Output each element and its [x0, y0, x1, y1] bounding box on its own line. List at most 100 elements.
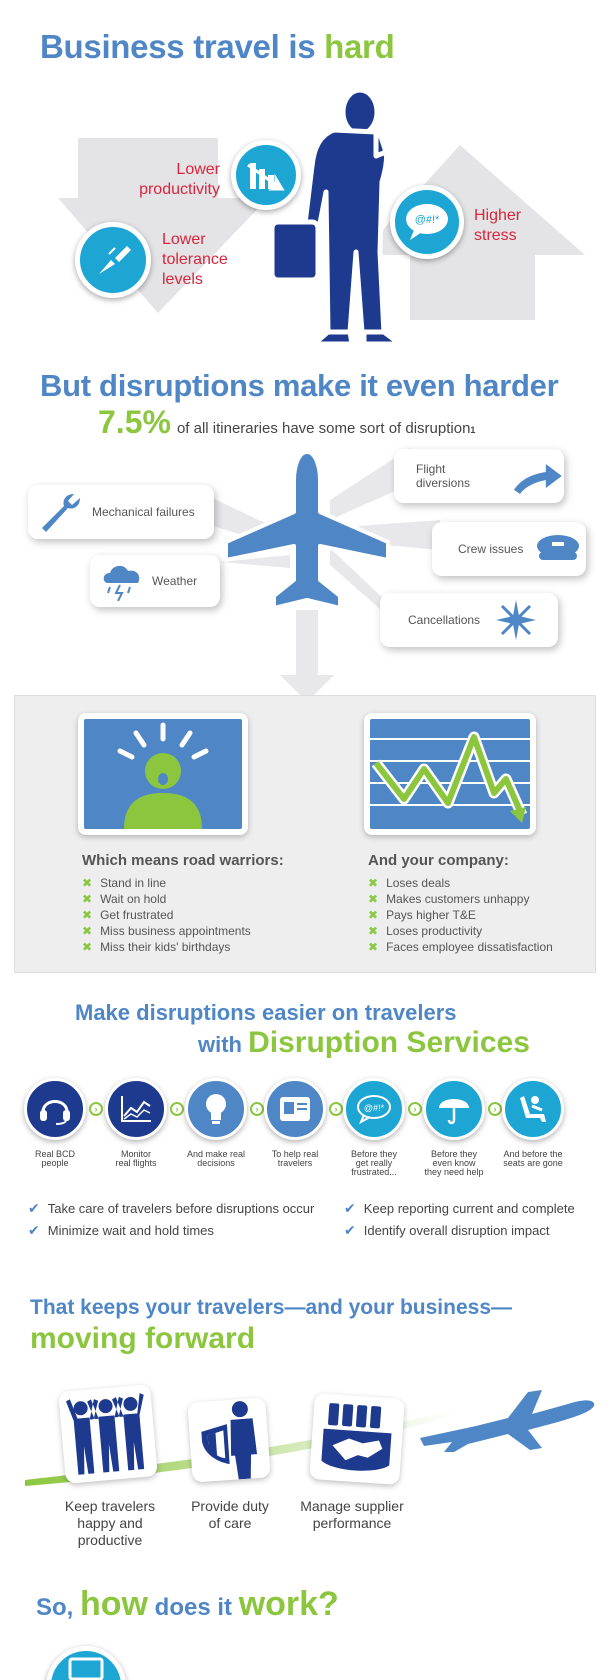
- title-emphasis: hard: [324, 28, 395, 65]
- title-work: work?: [238, 1585, 339, 1623]
- lower-productivity-label: Lower productivity: [139, 161, 220, 198]
- section5-title-line1: That keeps your travelers—and your busin…: [30, 1296, 512, 1319]
- supplier-icon-card: [309, 1392, 405, 1486]
- benefit-item: ✔Identify overall disruption impact: [344, 1222, 550, 1238]
- weather-label: Weather: [152, 574, 198, 588]
- road-warriors-title: Which means road warriors:: [82, 852, 284, 869]
- title-with: with: [198, 1032, 249, 1057]
- check-icon: ✔: [28, 1222, 40, 1238]
- benefit-item: ✔Keep reporting current and complete: [344, 1200, 575, 1216]
- stat-value: 7.5%: [98, 404, 171, 440]
- higher-stress-label: Higher stress: [474, 207, 522, 244]
- people-icon: [66, 1393, 145, 1475]
- x-icon: ✖: [368, 908, 379, 922]
- list-item: ✖Makes customers unhappy: [368, 892, 530, 906]
- pilot-cap-icon: [537, 535, 580, 560]
- stress-speech-bubble-icon: @#!*: [390, 185, 464, 259]
- mechanical-failures-callout: Mechanical failures: [28, 485, 214, 539]
- departing-airplane-icon: [420, 1390, 595, 1452]
- step-label: And make real decisions: [186, 1149, 246, 1168]
- wrench-icon: [42, 494, 80, 532]
- list-item: ✖Faces employee dissatisfaction: [368, 940, 553, 954]
- list-item: ✖Stand in line: [82, 876, 167, 890]
- speech-bubble-icon: @#!*: [343, 1078, 405, 1140]
- storm-cloud-icon: [103, 565, 140, 601]
- frustrated-traveler-illustration: [78, 713, 248, 835]
- chevron-right-icon: ›: [488, 1102, 502, 1116]
- check-icon: ✔: [344, 1222, 356, 1238]
- list-item: ✖Loses deals: [368, 876, 451, 890]
- x-icon: ✖: [82, 892, 93, 906]
- title-does: does it: [148, 1594, 239, 1621]
- step-label: Real BCD people: [34, 1149, 75, 1168]
- x-icon: ✖: [82, 924, 93, 938]
- x-icon: ✖: [82, 908, 93, 922]
- section4-title-line1: Make disruptions easier on travelers: [75, 1000, 457, 1025]
- id-card-icon: [264, 1078, 326, 1140]
- step-label: Monitor real flights: [115, 1149, 157, 1168]
- chevron-right-icon: ›: [329, 1102, 343, 1116]
- productivity-chart-icon: [231, 140, 301, 210]
- step-label: Before they even know they need help: [424, 1149, 484, 1177]
- monitor-icon: [46, 1646, 126, 1680]
- stat-text: of all itineraries have some sort of dis…: [176, 420, 471, 437]
- section1-title: Business travel is hard: [40, 28, 395, 66]
- section4-title-line2: with Disruption Services: [198, 1026, 530, 1060]
- umbrella-icon: [423, 1078, 485, 1140]
- up-arrow-shape: [360, 145, 585, 320]
- step-label: And before the seats are gone: [503, 1149, 563, 1168]
- manage-supplier-label: Manage supplier performance: [300, 1498, 404, 1531]
- list-item: ✖Miss their kids' birthdays: [82, 940, 231, 954]
- title-how: how: [80, 1585, 148, 1623]
- x-icon: ✖: [82, 876, 93, 890]
- cancellations-label: Cancellations: [408, 613, 481, 627]
- headset-icon: [24, 1078, 86, 1140]
- flight-diversions-label: Flight diversions: [416, 462, 471, 490]
- chart-icon: [105, 1078, 167, 1140]
- svg-text:@#!*: @#!*: [364, 1103, 385, 1113]
- declining-stock-chart-illustration: [364, 713, 536, 835]
- section2-title: But disruptions make it even harder: [40, 368, 559, 403]
- title-prefix: Business travel is: [40, 28, 325, 65]
- check-icon: ✔: [344, 1200, 356, 1216]
- diversion-arrow-icon: [514, 464, 563, 494]
- travelers-icon-card: [58, 1384, 158, 1484]
- seat-icon: [502, 1078, 564, 1140]
- x-icon: ✖: [368, 892, 379, 906]
- flight-diversions-callout: Flight diversions: [394, 449, 564, 503]
- keep-travelers-label: Keep travelers happy and productive: [64, 1498, 156, 1548]
- shield-person-icon: [201, 1401, 258, 1480]
- x-icon: ✖: [368, 940, 379, 954]
- x-icon: ✖: [368, 924, 379, 938]
- step-label: To help real travelers: [271, 1149, 319, 1168]
- businessman-on-phone-icon: [269, 87, 403, 347]
- crew-issues-callout: Crew issues: [432, 522, 586, 576]
- list-item: ✖Wait on hold: [82, 892, 167, 906]
- list-item: ✖Miss business appointments: [82, 924, 251, 938]
- company-title: And your company:: [368, 852, 509, 869]
- weather-callout: Weather: [90, 555, 220, 607]
- title-so: So,: [36, 1594, 81, 1621]
- chevron-right-icon: ›: [250, 1102, 264, 1116]
- disruption-stat: 7.5% of all itineraries have some sort o…: [98, 404, 475, 441]
- list-item: ✖Loses productivity: [368, 924, 483, 938]
- chevron-right-icon: ›: [408, 1102, 422, 1116]
- company-list: ✖Loses deals ✖Makes customers unhappy ✖P…: [368, 875, 553, 955]
- chevron-right-icon: ›: [170, 1102, 184, 1116]
- lower-tolerance-label: Lower tolerance levels: [162, 231, 228, 288]
- chevron-right-icon: ›: [89, 1102, 103, 1116]
- cancellations-callout: Cancellations: [380, 593, 558, 647]
- benefit-item: ✔Take care of travelers before disruptio…: [28, 1200, 315, 1216]
- stat-footnote: 1: [470, 425, 476, 435]
- section6-title: So, how does it work?: [36, 1585, 339, 1624]
- duty-of-care-icon-card: [187, 1397, 271, 1483]
- duty-of-care-label: Provide duty of care: [191, 1498, 269, 1531]
- step-label: Before they get really frustrated...: [350, 1149, 398, 1177]
- title-disruption-services: Disruption Services: [248, 1026, 530, 1059]
- check-icon: ✔: [28, 1200, 40, 1216]
- x-icon: ✖: [368, 876, 379, 890]
- list-item: ✖Get frustrated: [82, 908, 174, 922]
- broken-pencil-icon: [75, 222, 151, 298]
- stress-glyph: @#!*: [415, 214, 440, 226]
- lightbulb-icon: [185, 1078, 247, 1140]
